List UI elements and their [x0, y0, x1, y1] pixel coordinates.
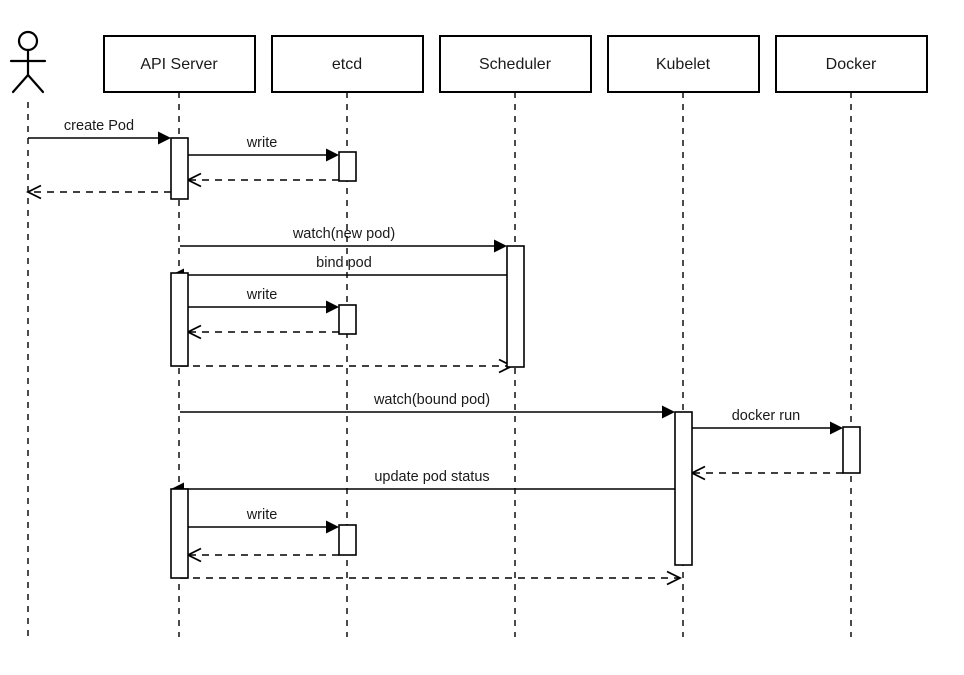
- message-write-1-arrowhead: [326, 148, 339, 162]
- message-labels-layer: create Pod write watch(new pod) bind pod wri…: [64, 118, 800, 523]
- activation-api-server-3[interactable]: [170, 488, 189, 579]
- message-watch-bound-pod[interactable]: [180, 405, 675, 419]
- message-docker-run-arrowhead: [830, 421, 843, 435]
- participants-layer: API Server etcd Scheduler Kubelet Docker: [103, 35, 928, 93]
- message-write-return-1[interactable]: [185, 172, 339, 188]
- message-watch-new-pod-label: watch(new pod): [292, 226, 395, 242]
- message-bind-pod-return[interactable]: [180, 358, 515, 374]
- message-create-pod-label: create Pod: [64, 118, 134, 134]
- message-create-pod-return[interactable]: [25, 184, 171, 200]
- participant-label-kubelet: Kubelet: [656, 56, 711, 73]
- message-write-3[interactable]: [188, 520, 339, 534]
- message-write-2[interactable]: [188, 300, 339, 314]
- participant-label-etcd: etcd: [332, 56, 362, 73]
- message-docker-run-return[interactable]: [689, 465, 843, 481]
- message-watch-bound-pod-arrowhead: [662, 405, 675, 419]
- message-create-pod[interactable]: [28, 131, 171, 145]
- actor-leg-left: [11, 73, 30, 94]
- activation-etcd-2[interactable]: [338, 304, 357, 335]
- activation-docker-1[interactable]: [842, 426, 861, 474]
- activation-api-server-2[interactable]: [170, 272, 189, 367]
- participant-label-docker: Docker: [826, 56, 877, 73]
- activation-api-server-1[interactable]: [170, 137, 189, 200]
- participant-api-server[interactable]: API Server: [103, 35, 256, 93]
- activations-layer: [170, 137, 861, 579]
- message-update-pod-status-return-arrowhead: [666, 570, 683, 586]
- participant-box-api-server[interactable]: [103, 35, 256, 93]
- message-write-2-label: write: [246, 287, 278, 303]
- participant-box-scheduler[interactable]: [439, 35, 592, 93]
- activation-scheduler-1[interactable]: [506, 245, 525, 368]
- message-write-return-3[interactable]: [185, 547, 339, 563]
- message-watch-new-pod[interactable]: [180, 239, 507, 253]
- message-write-return-2[interactable]: [185, 324, 339, 340]
- message-create-pod-arrowhead: [158, 131, 171, 145]
- message-write-1[interactable]: [188, 148, 339, 162]
- message-bind-pod-label: bind pod: [316, 255, 372, 271]
- message-update-pod-status-label: update pod status: [374, 469, 489, 485]
- message-docker-run[interactable]: [692, 421, 843, 435]
- activation-kubelet-1[interactable]: [674, 411, 693, 566]
- actor-figure[interactable]: [9, 30, 47, 94]
- message-write-2-arrowhead: [326, 300, 339, 314]
- message-watch-bound-pod-label: watch(bound pod): [373, 392, 490, 408]
- participant-box-etcd[interactable]: [271, 35, 424, 93]
- actor-head-icon: [17, 30, 39, 52]
- lifelines-layer: [27, 92, 852, 637]
- participant-etcd[interactable]: etcd: [271, 35, 424, 93]
- message-write-1-label: write: [246, 135, 278, 151]
- activation-etcd-3[interactable]: [338, 524, 357, 556]
- participant-box-kubelet[interactable]: [607, 35, 760, 93]
- actor-layer: [9, 30, 47, 94]
- participant-label-scheduler: Scheduler: [479, 56, 552, 73]
- participant-docker[interactable]: Docker: [775, 35, 928, 93]
- message-write-3-arrowhead: [326, 520, 339, 534]
- activation-etcd-1[interactable]: [338, 151, 357, 182]
- participant-label-api-server: API Server: [140, 56, 218, 73]
- participant-box-docker[interactable]: [775, 35, 928, 93]
- message-create-pod-return-arrowhead: [25, 184, 42, 200]
- message-write-3-label: write: [246, 507, 278, 523]
- message-watch-new-pod-arrowhead: [494, 239, 507, 253]
- participant-scheduler[interactable]: Scheduler: [439, 35, 592, 93]
- message-update-pod-status-return[interactable]: [180, 570, 683, 586]
- actor-leg-right: [26, 73, 45, 94]
- participant-kubelet[interactable]: Kubelet: [607, 35, 760, 93]
- message-docker-run-label: docker run: [732, 408, 801, 424]
- messages-layer: [25, 131, 843, 586]
